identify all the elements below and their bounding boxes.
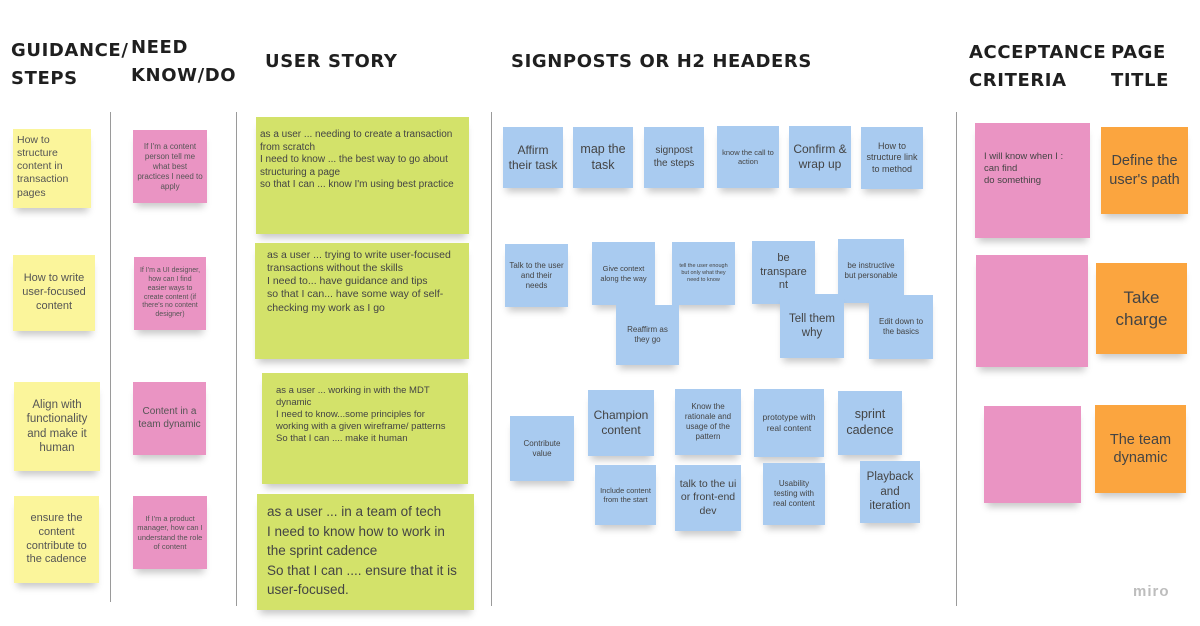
sticky-note-signpost-give-context[interactable]: Give context along the way xyxy=(592,242,655,305)
sticky-note-signpost-map[interactable]: map the task xyxy=(573,127,633,188)
sticky-note-signpost-reaffirm[interactable]: Reaffirm as they go xyxy=(616,305,679,365)
sticky-note-need-3[interactable]: Content in a team dynamic xyxy=(133,382,206,455)
miro-logo: miro xyxy=(1133,583,1170,600)
sticky-note-signpost-tell-enough[interactable]: tell the user enough but only what they … xyxy=(672,242,735,305)
sticky-note-acceptance-1[interactable]: I will know when I : can find do somethi… xyxy=(975,123,1090,238)
sticky-note-signpost-sprint-cadence[interactable]: sprint cadence xyxy=(838,391,902,455)
sticky-note-signpost-confirm[interactable]: Confirm & wrap up xyxy=(789,126,851,188)
sticky-note-guidance-3[interactable]: Align with functionality and make it hum… xyxy=(14,382,100,471)
sticky-note-signpost-signpost[interactable]: signpost the steps xyxy=(644,127,704,188)
sticky-note-need-1[interactable]: If I'm a content person tell me what bes… xyxy=(133,130,207,203)
sticky-note-signpost-be-transparent[interactable]: be transpare nt xyxy=(752,241,815,304)
sticky-note-acceptance-2[interactable] xyxy=(976,255,1088,367)
divider-1 xyxy=(110,112,111,602)
sticky-note-signpost-contribute-value[interactable]: Contribute value xyxy=(510,416,574,481)
sticky-note-signpost-usability-testing[interactable]: Usability testing with real content xyxy=(763,463,825,525)
sticky-note-signpost-call-to-action[interactable]: know the call to action xyxy=(717,126,779,188)
sticky-note-signpost-playback[interactable]: Playback and iteration xyxy=(860,461,920,523)
sticky-note-signpost-prototype[interactable]: prototype with real content xyxy=(754,389,824,457)
sticky-note-guidance-4[interactable]: ensure the content contribute to the cad… xyxy=(14,496,99,583)
sticky-note-user-story-2[interactable]: as a user ... trying to write user-focus… xyxy=(255,243,469,359)
divider-2 xyxy=(236,112,237,606)
header-signposts: SIGNPOSTS OR H2 HEADERS xyxy=(511,51,812,72)
sticky-note-signpost-know-rationale[interactable]: Know the rationale and usage of the patt… xyxy=(675,389,741,455)
sticky-note-page-title-2[interactable]: Take charge xyxy=(1096,263,1187,354)
sticky-note-need-4[interactable]: If I'm a product manager, how can I unde… xyxy=(133,496,207,569)
sticky-note-guidance-1[interactable]: How to structure content in transaction … xyxy=(13,129,91,208)
sticky-note-signpost-tell-them-why[interactable]: Tell them why xyxy=(780,294,844,358)
sticky-note-signpost-champion-content[interactable]: Champion content xyxy=(588,390,654,456)
sticky-note-signpost-affirm[interactable]: Affirm their task xyxy=(503,127,563,188)
sticky-note-page-title-3[interactable]: The team dynamic xyxy=(1095,405,1186,493)
header-user-story: USER STORY xyxy=(265,51,398,72)
header-guidance-steps: GUIDANCE/STEPS xyxy=(11,40,129,89)
sticky-note-need-2[interactable]: If I'm a UI designer, how can I find eas… xyxy=(134,257,206,330)
sticky-note-user-story-4[interactable]: as a user ... in a team of tech I need t… xyxy=(257,494,474,610)
sticky-note-user-story-1[interactable]: as a user ... needing to create a transa… xyxy=(256,117,469,234)
sticky-note-signpost-structure-link[interactable]: How to structure link to method xyxy=(861,127,923,189)
sticky-note-user-story-3[interactable]: as a user ... working in with the MDT dy… xyxy=(262,373,468,484)
sticky-note-guidance-2[interactable]: How to write user-focused content xyxy=(13,255,95,331)
sticky-note-signpost-include-content[interactable]: Include content from the start xyxy=(595,465,656,525)
sticky-note-signpost-be-instructive[interactable]: be instructive but personable xyxy=(838,239,904,303)
divider-3 xyxy=(491,112,492,606)
sticky-note-signpost-talk-to-dev[interactable]: talk to the ui or front-end dev xyxy=(675,465,741,531)
sticky-note-signpost-talk-to-user[interactable]: Talk to the user and their needs xyxy=(505,244,568,307)
divider-4 xyxy=(956,112,957,606)
sticky-note-acceptance-3[interactable] xyxy=(984,406,1081,503)
sticky-note-page-title-1[interactable]: Define the user's path xyxy=(1101,127,1188,214)
sticky-note-signpost-edit-down[interactable]: Edit down to the basics xyxy=(869,295,933,359)
